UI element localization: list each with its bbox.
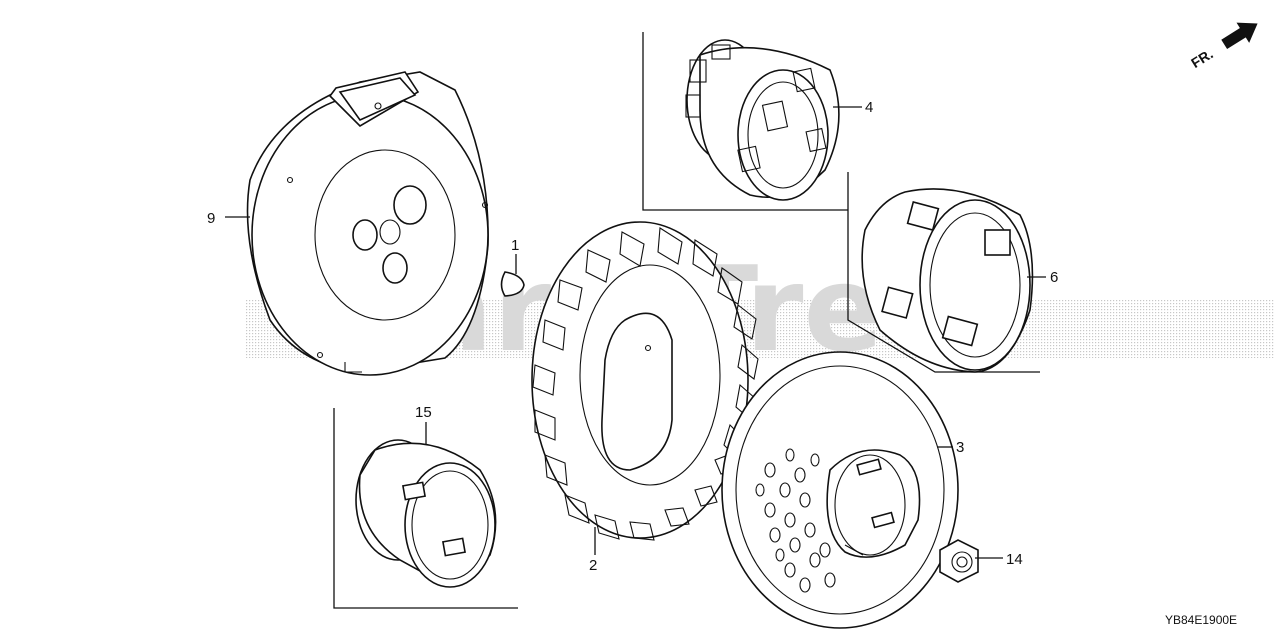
leader-lines	[225, 106, 1046, 559]
part-2-cooling-fan[interactable]	[531, 221, 759, 541]
diagram-code: YB84E1900E	[1165, 613, 1237, 627]
callout-4[interactable]: 4	[865, 99, 873, 116]
part-3-pulley[interactable]	[721, 351, 959, 629]
callouts: 9 1 2 3 4 6 14 15	[207, 99, 1058, 574]
callout-9[interactable]: 9	[207, 210, 215, 227]
callout-1[interactable]: 1	[511, 237, 519, 254]
front-direction-label: FR.	[1188, 46, 1216, 72]
part-9-flywheel[interactable]	[246, 71, 489, 376]
callout-3[interactable]: 3	[956, 439, 964, 456]
callout-15[interactable]: 15	[415, 404, 432, 421]
callout-2[interactable]: 2	[589, 557, 597, 574]
part-1-key[interactable]	[500, 271, 525, 297]
part-4-starter-cup[interactable]	[685, 39, 840, 201]
part-15-collar[interactable]	[355, 439, 497, 588]
part-6-ring[interactable]	[861, 188, 1034, 373]
group-frames	[333, 32, 1040, 609]
callout-6[interactable]: 6	[1050, 269, 1058, 286]
part-14-nut[interactable]	[939, 539, 979, 583]
front-arrow-icon	[1221, 22, 1258, 50]
front-direction-indicator: FR.	[1188, 22, 1258, 72]
callout-14[interactable]: 14	[1006, 551, 1023, 568]
